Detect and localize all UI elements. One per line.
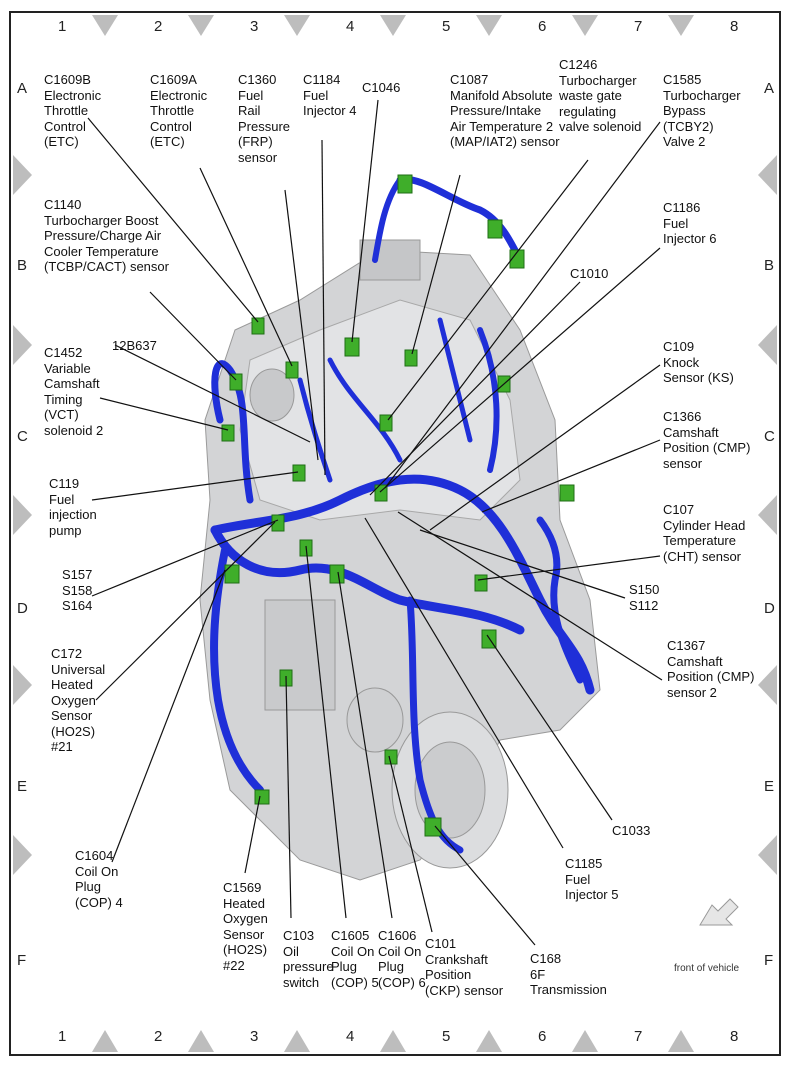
row-label-f-left: F — [17, 952, 27, 969]
row-label-e-right: E — [764, 778, 775, 795]
label-12b637: 12B637 — [112, 338, 157, 353]
col-label-1-bottom: 1 — [58, 1028, 67, 1045]
diagram-border — [9, 11, 781, 1056]
col-label-7-top: 7 — [634, 18, 643, 35]
col-label-1-top: 1 — [58, 18, 67, 35]
label-c1367: C1367 Camshaft Position (CMP) sensor 2 — [667, 638, 755, 700]
label-c1452: C1452 Variable Camshaft Timing (VCT) sol… — [44, 345, 104, 438]
label-c1360: C1360 Fuel Rail Pressure (FRP) sensor — [238, 72, 291, 165]
row-label-a-right: A — [764, 80, 775, 97]
bottom-markers — [92, 1030, 694, 1052]
label-c1186: C1186 Fuel Injector 6 — [663, 200, 717, 246]
label-c1569: C1569 Heated Oxygen Sensor (HO2S) #22 — [223, 880, 268, 973]
label-c1033: C1033 — [612, 823, 651, 838]
label-c1585: C1585 Turbocharger Bypass (TCBY2) Valve … — [663, 72, 741, 149]
col-label-8-top: 8 — [730, 18, 739, 35]
label-s157-s158-s164: S157 S158 S164 — [62, 567, 93, 613]
label-c172: C172 Universal Heated Oxygen Sensor (HO2… — [51, 646, 106, 754]
label-c1046: C1046 — [362, 80, 401, 95]
col-label-2-top: 2 — [154, 18, 163, 35]
label-c1087: C1087 Manifold Absolute Pressure/Intake … — [450, 72, 560, 149]
row-label-e-left: E — [17, 778, 28, 795]
wiring-harness — [210, 175, 595, 854]
row-label-d-right: D — [764, 600, 775, 617]
row-label-b-left: B — [17, 257, 28, 274]
row-label-d-left: D — [17, 600, 28, 617]
label-s150-s112: S150 S112 — [629, 582, 660, 613]
label-c1366: C1366 Camshaft Position (CMP) sensor — [663, 409, 751, 471]
label-c1605: C1605 Coil On Plug (COP) 5 — [331, 928, 379, 990]
col-label-5-top: 5 — [442, 18, 451, 35]
label-c109: C109 Knock Sensor (KS) — [663, 339, 734, 385]
top-markers — [92, 15, 694, 36]
label-c103: C103 Oil pressure switch — [283, 928, 334, 990]
label-c101: C101 Crankshaft Position (CKP) sensor — [425, 936, 504, 998]
col-label-3-bottom: 3 — [250, 1028, 259, 1045]
label-c1140: C1140 Turbocharger Boost Pressure/Charge… — [44, 197, 169, 274]
label-c1604: C1604 Coil On Plug (COP) 4 — [75, 848, 123, 910]
col-label-3-top: 3 — [250, 18, 259, 35]
col-label-5-bottom: 5 — [442, 1028, 451, 1045]
leader-lines — [87, 99, 663, 946]
label-c119: C119 Fuel injection pump — [49, 476, 97, 538]
label-c1609b: C1609B Electronic Throttle Control (ETC) — [44, 72, 102, 149]
row-label-f-right: F — [764, 952, 774, 969]
right-markers — [758, 155, 777, 875]
col-label-8-bottom: 8 — [730, 1028, 739, 1045]
label-c1609a: C1609A Electronic Throttle Control (ETC) — [150, 72, 208, 149]
front-of-vehicle-label: front of vehicle — [674, 963, 740, 974]
label-c1606: C1606 Coil On Plug (COP) 6 — [378, 928, 426, 990]
row-label-b-right: B — [764, 257, 775, 274]
row-label-a-left: A — [17, 80, 28, 97]
col-label-2-bottom: 2 — [154, 1028, 163, 1045]
row-label-c-left: C — [17, 428, 28, 445]
label-c1246: C1246 Turbocharger waste gate regulating… — [559, 57, 642, 134]
label-c107: C107 Cylinder Head Temperature (CHT) sen… — [663, 502, 746, 564]
col-label-4-bottom: 4 — [346, 1028, 355, 1045]
label-c1184: C1184 Fuel Injector 4 — [303, 72, 357, 118]
col-label-4-top: 4 — [346, 18, 355, 35]
row-label-c-right: C — [764, 428, 775, 445]
engine-illustration — [199, 239, 601, 881]
label-c168: C168 6F Transmission — [530, 951, 607, 997]
front-of-vehicle-arrow-icon — [699, 898, 739, 926]
label-c1010: C1010 — [570, 266, 609, 281]
col-label-6-bottom: 6 — [538, 1028, 547, 1045]
label-c1185: C1185 Fuel Injector 5 — [565, 856, 619, 902]
col-label-7-bottom: 7 — [634, 1028, 643, 1045]
left-markers — [13, 155, 32, 875]
col-label-6-top: 6 — [538, 18, 547, 35]
